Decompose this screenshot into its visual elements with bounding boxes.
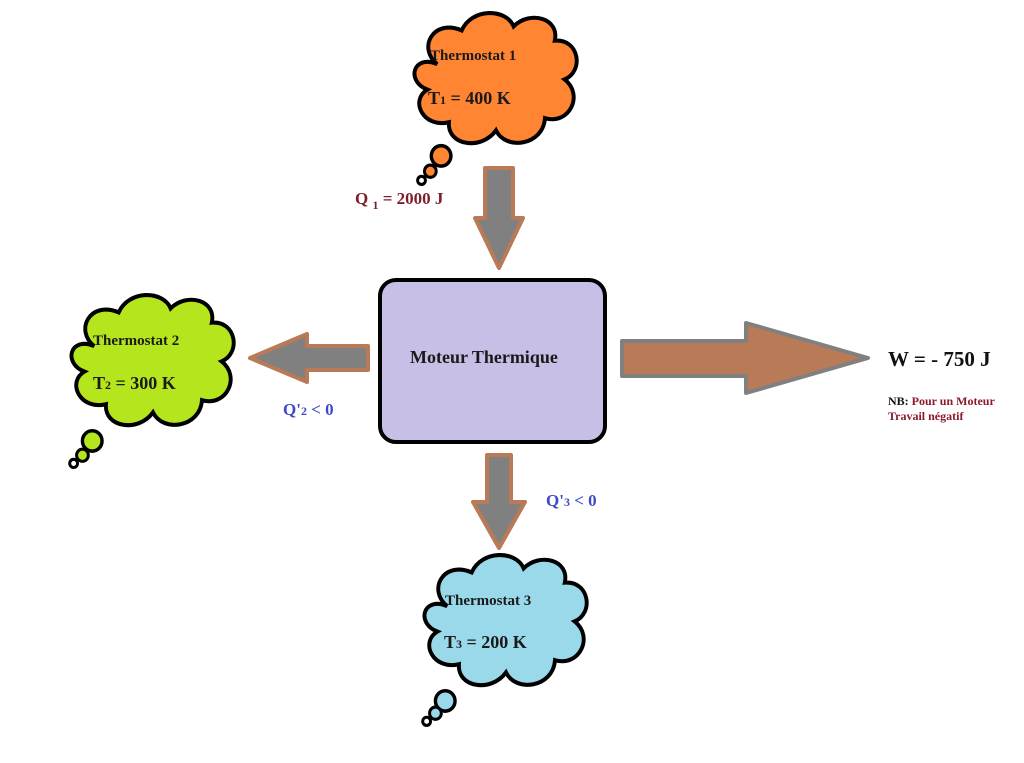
temp-value: = 400 K [450,88,511,108]
thermostat-3-cloud [421,555,587,727]
q1-value: = 2000 J [378,189,444,208]
q2-symbol: Q' [283,400,301,419]
q1-symbol: Q [355,189,369,208]
temp-symbol: T [93,373,106,393]
q3-arrow [471,453,527,550]
engine-box [378,278,607,444]
temp-index: 1 [440,93,447,107]
temp-index: 3 [456,637,463,651]
temp-symbol: T [428,88,441,108]
note-prefix: NB: [888,394,909,408]
thermostat-2-title: Thermostat 2 [93,333,180,349]
temp-value: = 200 K [466,632,527,652]
thermostat-3-temperature: T3 = 200 K [444,632,527,653]
q1-index: 1 [372,198,379,212]
work-arrow [620,321,870,395]
q1-label: Q 1 = 2000 J [355,189,444,212]
thermostat-1-cloud [414,13,576,186]
temp-index: 2 [105,378,112,392]
q3-label: Q'3 < 0 [546,491,597,511]
work-label: W = - 750 J [888,347,991,371]
thermostat-3-title: Thermostat 3 [445,593,532,609]
thermostat-2-cloud [68,295,234,470]
q2-index: 2 [300,404,307,418]
engine-label: Moteur Thermique [410,347,558,367]
thermostat-1-temperature: T1 = 400 K [428,88,511,109]
note-line-1: Pour un Moteur [908,394,995,408]
q2-value: < 0 [306,400,334,419]
q3-index: 3 [563,495,570,509]
note-line-2: Travail négatif [888,409,964,423]
q2-arrow [248,332,370,384]
temp-value: = 300 K [115,373,176,393]
work-note: NB: Pour un Moteur Travail négatif [888,394,995,424]
temp-symbol: T [444,632,457,652]
q3-symbol: Q' [546,491,564,510]
q3-value: < 0 [569,491,597,510]
thermostat-2-temperature: T2 = 300 K [93,373,176,394]
q1-arrow [473,166,525,270]
q2-label: Q'2 < 0 [283,400,334,420]
thermostat-1-title: Thermostat 1 [430,48,517,64]
